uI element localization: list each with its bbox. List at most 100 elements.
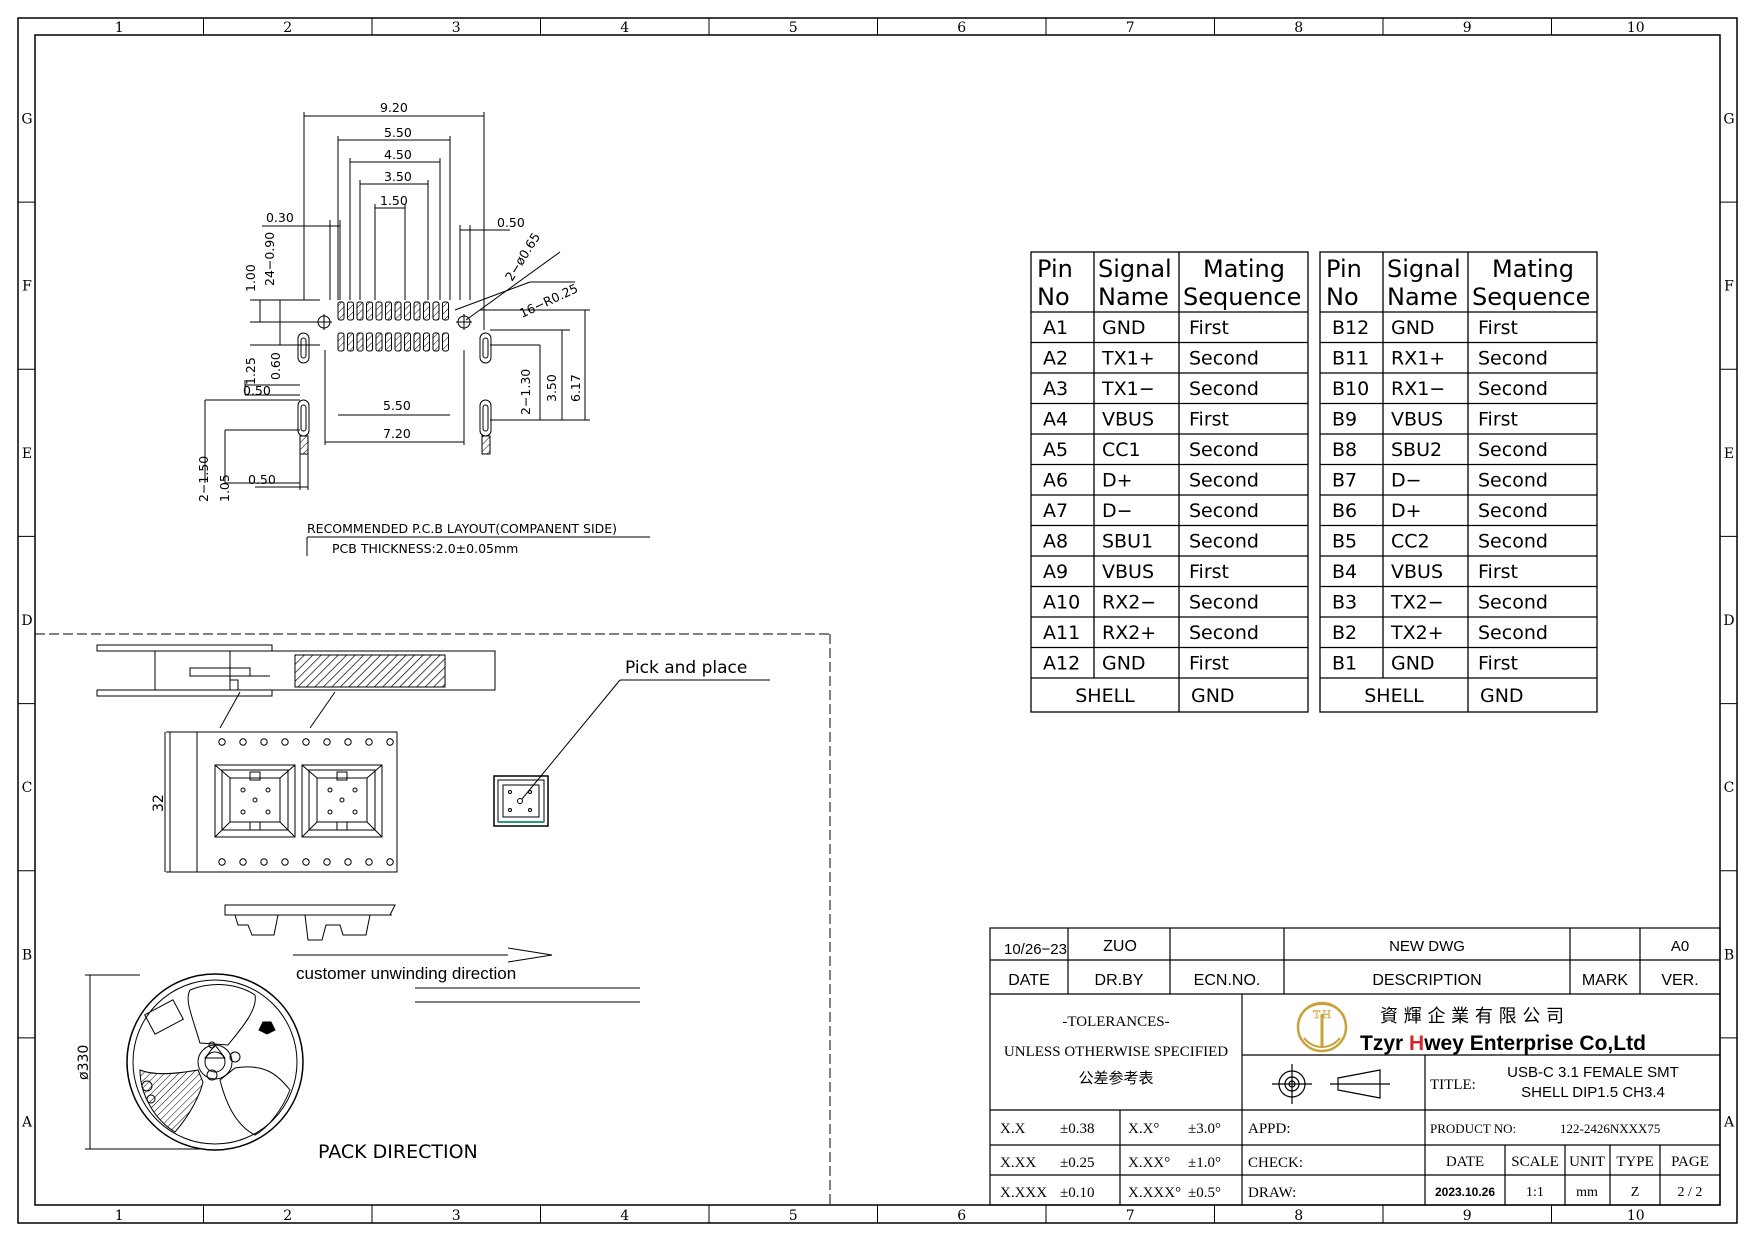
dim-1-25: 1.25 (243, 357, 258, 385)
mating-sequence: Second (1478, 439, 1548, 461)
company-name-en: Tzyr Hwey Enterprise Co,Ltd (1360, 1032, 1646, 1055)
pack-section (35, 633, 831, 1205)
tol-xx-val: ±0.25 (1060, 1155, 1094, 1171)
signal-name: TX2+ (1390, 622, 1444, 644)
hdr-ecn: ECN.NO. (1194, 972, 1261, 989)
dim-4-50: 4.50 (384, 147, 412, 162)
pin-table-header: Mating (1492, 255, 1574, 283)
pin-no: A3 (1043, 378, 1068, 400)
sprocket-hole (218, 738, 226, 746)
mating-sequence: First (1189, 317, 1229, 339)
border-col-top: 6 (957, 20, 966, 36)
pin-no: B2 (1332, 622, 1357, 644)
field-unit: UNIT (1569, 1154, 1605, 1170)
mating-sequence: Second (1478, 531, 1548, 553)
dim-5-50-mid: 5.50 (383, 398, 411, 413)
pin-no: B11 (1332, 348, 1369, 370)
signal-name: GND (1102, 653, 1146, 675)
tol-xxx-ang: X.XXX° (1128, 1185, 1181, 1201)
border-row-right: E (1724, 446, 1734, 462)
hdr-version: VER. (1661, 972, 1698, 989)
border-col-top: 3 (452, 20, 461, 36)
checked-label: CHECK: (1248, 1155, 1303, 1171)
tol-xxx-ang-val: ±0.5° (1188, 1185, 1221, 1201)
pcb-pad (432, 301, 440, 321)
pin-table-header: Name (1387, 283, 1458, 311)
signal-name: TX2− (1390, 592, 1444, 614)
sprocket-hole (239, 858, 247, 866)
field-page: PAGE (1671, 1154, 1709, 1170)
pcb-layout-drawing (204, 112, 650, 556)
dim-hole-dia: 2−ø0.65 (502, 230, 543, 284)
sprocket-hole (239, 738, 247, 746)
field-scale: SCALE (1511, 1154, 1559, 1170)
pin-no: B9 (1332, 409, 1357, 431)
border-row-right: C (1724, 780, 1735, 796)
border-col-top: 5 (789, 20, 798, 36)
pin-table-header: Pin (1326, 255, 1362, 283)
sprocket-hole (365, 738, 373, 746)
pin-no: B8 (1332, 439, 1357, 461)
sprocket-hole (386, 858, 394, 866)
signal-name: TX1− (1101, 378, 1155, 400)
tol-x-val: ±0.38 (1060, 1121, 1094, 1137)
pin-no: B7 (1332, 470, 1357, 492)
company-logo-mark: T.H (1313, 1007, 1331, 1021)
border-row-left: C (22, 780, 33, 796)
rev-version: A0 (1671, 938, 1689, 955)
signal-name: D+ (1102, 470, 1133, 492)
pcb-pad (356, 301, 364, 321)
pcb-pad (337, 332, 345, 352)
border-col-bottom: 4 (620, 1208, 629, 1224)
signal-name: TX1+ (1101, 348, 1155, 370)
signal-name: RX1− (1391, 378, 1445, 400)
pin-table-header: No (1037, 283, 1070, 311)
tolerances-cn: 公差参考表 (1078, 1069, 1153, 1087)
hdr-description: DESCRIPTION (1372, 972, 1481, 989)
border-row-right: G (1723, 112, 1734, 128)
signal-name: RX1+ (1391, 348, 1445, 370)
dim-0-60: 0.60 (268, 352, 283, 380)
signal-name: VBUS (1102, 561, 1154, 583)
title-block (989, 927, 1721, 1206)
border-col-bottom: 6 (957, 1208, 966, 1224)
pin-no: B10 (1332, 378, 1369, 400)
dim-24-0-90: 24−0.90 (262, 232, 277, 286)
signal-name: CC1 (1102, 439, 1141, 461)
pin-no: A4 (1043, 409, 1068, 431)
mating-sequence: Second (1189, 531, 1259, 553)
tolerances-note: UNLESS OTHERWISE SPECIFIED (1004, 1044, 1228, 1060)
signal-name: VBUS (1102, 409, 1154, 431)
border-col-top: 8 (1294, 20, 1303, 36)
pin-no: A6 (1043, 470, 1068, 492)
mating-sequence: First (1478, 409, 1518, 431)
border-col-bottom: 2 (283, 1208, 292, 1224)
approved-label: APPD: (1248, 1121, 1291, 1137)
pcb-pad (423, 301, 430, 321)
pin-table-header: Sequence (1183, 283, 1301, 311)
value-unit: mm (1576, 1185, 1598, 1200)
dim-2-1-30: 2−1.30 (518, 369, 533, 415)
hdr-date: DATE (1008, 972, 1049, 989)
tol-xxx: X.XXX (1000, 1185, 1047, 1201)
title-label: TITLE: (1430, 1077, 1476, 1093)
tol-xx: X.XX (1000, 1155, 1036, 1171)
value-page: 2 / 2 (1678, 1185, 1703, 1200)
pcb-pad (413, 301, 421, 321)
border-row-right: A (1723, 1114, 1735, 1130)
tol-x-ang-val: ±3.0° (1188, 1121, 1221, 1137)
pin-no: A5 (1043, 439, 1068, 461)
pcb-pad (375, 332, 383, 352)
border-row-left: A (21, 1114, 33, 1130)
drawn-label: DRAW: (1248, 1185, 1296, 1201)
value-type: Z (1631, 1185, 1640, 1200)
pcb-pad (366, 301, 373, 321)
pcb-pad (347, 332, 354, 352)
sprocket-hole (323, 738, 331, 746)
mating-sequence: Second (1189, 470, 1259, 492)
pin-table-header: Signal (1098, 255, 1172, 283)
dim-0-30: 0.30 (266, 210, 294, 225)
product-no-label: PRODUCT NO: (1430, 1121, 1516, 1136)
pin-no: A12 (1043, 653, 1080, 675)
